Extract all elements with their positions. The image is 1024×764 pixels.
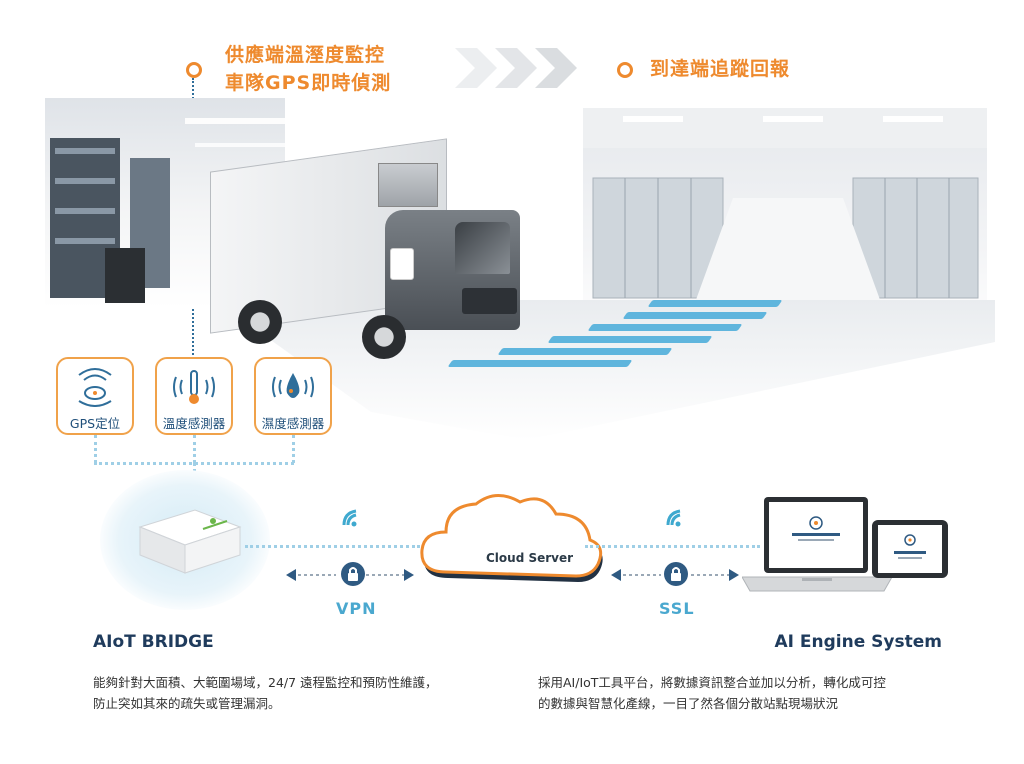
wifi-icon-right bbox=[666, 509, 681, 527]
ai-engine-desc-line2: 的數據與智慧化產線，一目了然各個分散站點現場狀況 bbox=[538, 696, 839, 711]
sensor-label-humidity: 濕度感測器 bbox=[261, 416, 325, 431]
ssl-label: SSL bbox=[659, 599, 695, 618]
bridge-to-cloud-line bbox=[245, 545, 420, 548]
gps-signal-icon bbox=[78, 368, 112, 407]
cloud-server-label: Cloud Server bbox=[486, 551, 574, 565]
truck-rear-wheel bbox=[238, 300, 282, 344]
aiot-bridge-desc-line1: 能夠針對大面積、大範圍場域，24/7 遠程監控和預防性維護， bbox=[93, 675, 438, 690]
badge-connector-3 bbox=[292, 435, 295, 463]
right-header-dot bbox=[617, 62, 633, 78]
flow-chevrons-graphic bbox=[455, 48, 577, 88]
thermometer-signal-icon bbox=[173, 370, 215, 404]
badge-connector-2 bbox=[193, 435, 196, 463]
truck-front-wheel bbox=[362, 315, 406, 359]
aiot-bridge-title: AIoT BRIDGE bbox=[93, 632, 214, 652]
vpn-label: VPN bbox=[336, 599, 377, 618]
vpn-link-arrows bbox=[286, 569, 414, 581]
aiot-bridge-device bbox=[138, 509, 242, 574]
store-photo bbox=[583, 108, 987, 338]
vpn-lock-icon bbox=[341, 562, 365, 586]
truck-refrigeration-unit bbox=[378, 163, 438, 207]
tablet-graphic bbox=[872, 520, 948, 578]
sensor-label-temperature: 溫度感測器 bbox=[162, 416, 226, 431]
sensor-badge-gps: GPS定位 bbox=[56, 357, 134, 435]
sensor-badge-temperature: 溫度感測器 bbox=[155, 357, 233, 435]
wifi-icon-left bbox=[342, 509, 357, 527]
truck-mounted-device bbox=[390, 248, 414, 280]
sensor-badge-humidity: 濕度感測器 bbox=[254, 357, 332, 435]
aiot-bridge-desc-line2: 防止突如其來的疏失或管理漏洞。 bbox=[93, 696, 281, 711]
left-header-dot bbox=[186, 62, 202, 78]
ai-engine-title: AI Engine System bbox=[774, 632, 942, 652]
ssl-lock-icon bbox=[664, 562, 688, 586]
header-left-line2: 車隊GPS即時偵測 bbox=[225, 72, 392, 94]
header-left-line1: 供應端溫溼度監控 bbox=[225, 44, 386, 66]
truck-grill bbox=[462, 288, 517, 314]
badge-connector-1 bbox=[94, 435, 97, 463]
ai-engine-desc-line1: 採用AI/IoT工具平台，將數據資訊整合並加以分析，轉化成可控 bbox=[538, 675, 886, 690]
laptop-graphic bbox=[742, 497, 892, 592]
cloud-server-graphic bbox=[420, 494, 603, 582]
truck-windshield bbox=[455, 222, 510, 274]
humidity-drop-signal-icon bbox=[272, 373, 314, 398]
sensor-label-gps: GPS定位 bbox=[69, 416, 121, 431]
header-right-title: 到達端追蹤回報 bbox=[650, 58, 791, 80]
ssl-link-arrows bbox=[611, 569, 739, 581]
cloud-to-system-line bbox=[585, 545, 760, 548]
